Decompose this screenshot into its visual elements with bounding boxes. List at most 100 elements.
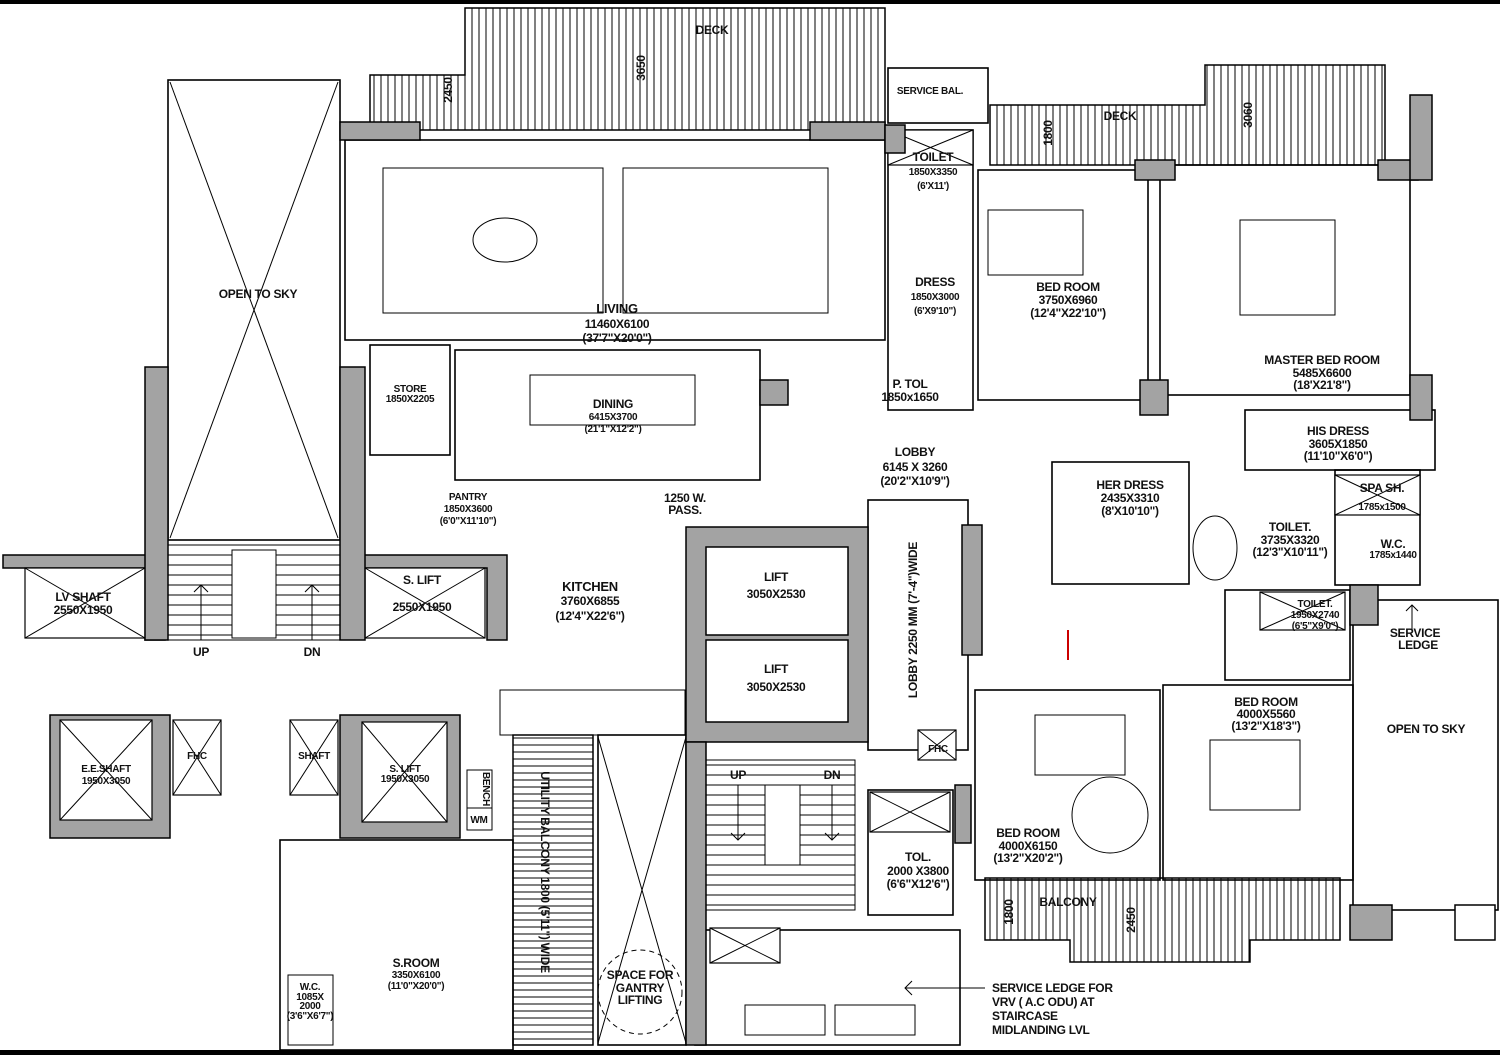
- label-his-dress-ft: (11'10"X6'0"): [1304, 449, 1373, 463]
- label-pantry-dim: 1850X3600: [444, 504, 493, 515]
- label-open-to-sky: OPEN TO SKY: [219, 287, 298, 301]
- label-wm: WM: [470, 815, 487, 826]
- label-dn: DN: [304, 645, 321, 659]
- label-passage: 1250 W.: [664, 491, 706, 505]
- label-service-ledge-vrv-2: VRV ( A.C ODU) AT: [992, 995, 1095, 1009]
- label-pantry: PANTRY: [449, 492, 488, 503]
- label-bedroom-ft: (12'4"X22'10"): [1030, 306, 1106, 320]
- label-s-lift: S. LIFT: [403, 573, 442, 587]
- label-passage-2: PASS.: [668, 503, 702, 517]
- label-dining: DINING: [593, 397, 633, 411]
- label-gantry-3: LIFTING: [618, 993, 663, 1007]
- label-kitchen-ft: (12'4"X22'6"): [555, 609, 625, 623]
- label-tol-dim: 2000 X3800: [887, 864, 949, 878]
- label-bedroom-3-ft: (13'2"X20'2"): [993, 851, 1063, 865]
- label-lift: LIFT: [764, 570, 789, 584]
- label-deck-dim: 3650: [634, 55, 648, 81]
- label-bedroom-2-dim: 4000X5560: [1237, 707, 1296, 721]
- label-her-dress: HER DRESS: [1096, 478, 1164, 492]
- columns: [144, 94, 1496, 941]
- label-bedroom-dim: 3750X6960: [1039, 293, 1098, 307]
- open-to-sky-left: [167, 79, 341, 541]
- label-dress-dim: 1850X3000: [911, 292, 960, 303]
- label-lift: LIFT: [764, 662, 789, 676]
- bottom-border: [0, 1050, 1500, 1055]
- label-his-dress: HIS DRESS: [1307, 424, 1369, 438]
- label-dining-ft: (21'1"X12'2"): [584, 424, 641, 435]
- label-tol-ft: (6'6"X12'6"): [887, 877, 950, 891]
- top-border: [0, 0, 1500, 4]
- label-bedroom-3: BED ROOM: [996, 826, 1060, 840]
- label-gantry-2: GANTRY: [616, 981, 665, 995]
- label-lv-shaft: LV SHAFT: [55, 590, 111, 604]
- label-lobby-dim: 6145 X 3260: [883, 460, 948, 474]
- label-dress-ft: (6'X9'10"): [914, 306, 956, 317]
- deck-right: [989, 64, 1386, 166]
- label-service-bal: SERVICE BAL.: [897, 86, 964, 97]
- label-shaft: SHAFT: [298, 751, 330, 762]
- label-up: UP: [730, 768, 746, 782]
- label-toilet-master: TOILET.: [1269, 520, 1311, 534]
- label-his-dress-dim: 3605X1850: [1309, 437, 1368, 451]
- label-ee-shaft: E.E.SHAFT: [81, 764, 131, 775]
- label-p-tol: P. TOL: [892, 377, 927, 391]
- label-spa-dim: 1785x1500: [1358, 502, 1406, 513]
- label-s-room-dim: 3350X6100: [392, 970, 441, 981]
- label-deck-dim: 2450: [441, 77, 455, 103]
- label-toilet-ft: (6'X11'): [917, 181, 949, 192]
- label-wc: W.C.: [1381, 537, 1406, 551]
- label-lobby: LOBBY: [895, 445, 936, 459]
- label-living: LIVING: [596, 301, 638, 316]
- label-lobby-corridor: LOBBY 2250 MM (7'-4")WIDE: [906, 542, 920, 698]
- label-bedroom-2-ft: (13'2"X18'3"): [1231, 719, 1301, 733]
- label-balcony: BALCONY: [1039, 895, 1097, 909]
- label-wc-servant-dim2: 2000: [299, 1001, 321, 1012]
- room-labels: OPEN TO SKY LIVING 11460X6100 (37'7"X20'…: [54, 23, 1466, 1046]
- label-master-dim: 5485X6600: [1293, 366, 1352, 380]
- label-wc-servant: W.C.: [300, 982, 321, 993]
- label-utility-balcony: UTILITY BALCONY 1800 (5'11") WIDE: [538, 771, 552, 973]
- label-service-ledge-vrv: SERVICE LEDGE FOR: [992, 981, 1113, 995]
- label-spa-sh: SPA SH.: [1360, 481, 1405, 495]
- label-master-bedroom: MASTER BED ROOM: [1264, 353, 1380, 367]
- label-p-tol-dim: 1850x1650: [881, 390, 939, 404]
- label-s-room: S.ROOM: [393, 956, 440, 970]
- label-bedroom: BED ROOM: [1036, 280, 1100, 294]
- label-up: UP: [193, 645, 209, 659]
- label-living-ft: (37'7"X20'0"): [582, 331, 652, 345]
- label-lobby-ft: (20'2"X10'9"): [880, 474, 950, 488]
- label-balcony-dim: 2450: [1124, 907, 1138, 933]
- label-bench: BENCH: [480, 772, 491, 806]
- label-her-dress-ft: (8'X10'10"): [1101, 504, 1159, 518]
- label-bedroom-2: BED ROOM: [1234, 695, 1298, 709]
- label-pantry-ft: (6'0"X11'10"): [440, 516, 497, 527]
- lift-core: [685, 526, 869, 1046]
- label-living-dim: 11460X6100: [585, 317, 650, 331]
- label-lift-dim: 3050X2530: [747, 587, 806, 601]
- label-ee-shaft-dim: 1950X3050: [82, 776, 131, 787]
- label-toilet-2-ft: (6'5"X9'0"): [1292, 621, 1339, 632]
- label-s-room-ft: (11'0"X20'0"): [388, 981, 445, 992]
- label-dining-dim: 6415X3700: [589, 412, 638, 423]
- deck-top: [369, 7, 886, 131]
- stair-arrows: [193, 584, 1419, 996]
- label-wc-servant-ft: (3'6"X6'7"): [287, 1011, 334, 1022]
- label-toilet-2: TOILET.: [1298, 599, 1333, 610]
- label-lv-shaft-dim: 2550X1950: [54, 603, 113, 617]
- label-fhc: FHC: [187, 751, 207, 762]
- label-service-ledge-vrv-3: STAIRCASE: [992, 1009, 1058, 1023]
- label-service-ledge-vrv-4: MIDLANDING LVL: [992, 1023, 1090, 1037]
- label-toilet-dim: 1850X3350: [909, 167, 958, 178]
- label-deck-dim: 3060: [1241, 102, 1255, 128]
- label-open-to-sky-right: OPEN TO SKY: [1387, 722, 1466, 736]
- label-toilet: TOILET: [913, 150, 955, 164]
- label-s-lift-2-dim: 1950X3050: [381, 774, 430, 785]
- label-lift-dim: 3050X2530: [747, 680, 806, 694]
- label-store: STORE: [394, 384, 427, 395]
- label-master-ft: (18'X21'8"): [1293, 378, 1351, 392]
- label-wc-dim: 1785x1440: [1369, 550, 1417, 561]
- balcony: [984, 877, 1341, 963]
- label-bedroom-3-dim: 4000X6150: [999, 839, 1058, 853]
- label-service-ledge-2: LEDGE: [1398, 638, 1438, 652]
